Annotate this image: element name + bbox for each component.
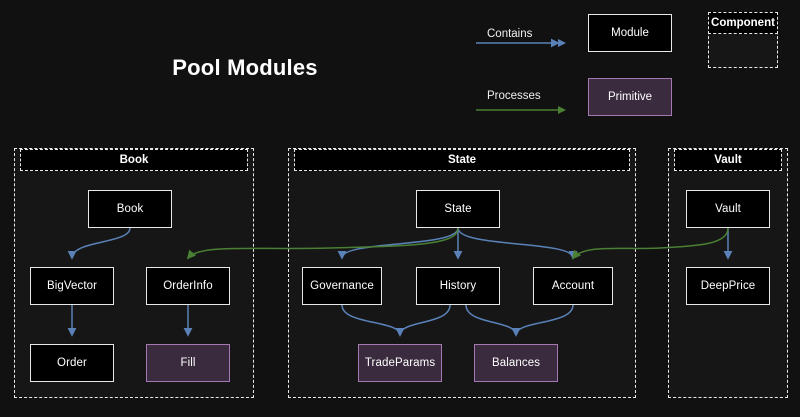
node-tradeparams[interactable]: TradeParams	[358, 344, 442, 382]
cluster-label-book: Book	[20, 149, 248, 171]
node-vault[interactable]: Vault	[686, 190, 770, 228]
legend-processes-label: Processes	[487, 90, 541, 102]
node-bigvector[interactable]: BigVector	[30, 267, 114, 305]
node-history[interactable]: History	[416, 267, 500, 305]
node-governance[interactable]: Governance	[302, 267, 382, 305]
cluster-label-vault: Vault	[674, 149, 782, 171]
node-fill[interactable]: Fill	[146, 344, 230, 382]
cluster-label-state: State	[294, 149, 630, 171]
legend-contains-arrow	[474, 36, 568, 50]
node-deepprice[interactable]: DeepPrice	[686, 267, 770, 305]
legend-primitive-box: Primitive	[588, 78, 672, 116]
node-balances[interactable]: Balances	[474, 344, 558, 382]
legend-component-label: Component	[708, 12, 778, 34]
legend-processes-arrow	[474, 103, 568, 117]
node-account[interactable]: Account	[533, 267, 613, 305]
node-book[interactable]: Book	[88, 190, 172, 228]
legend-module-box: Module	[588, 14, 672, 52]
page-title: Pool Modules	[0, 55, 490, 81]
node-orderinfo[interactable]: OrderInfo	[146, 267, 230, 305]
node-order[interactable]: Order	[30, 344, 114, 382]
node-state[interactable]: State	[416, 190, 500, 228]
